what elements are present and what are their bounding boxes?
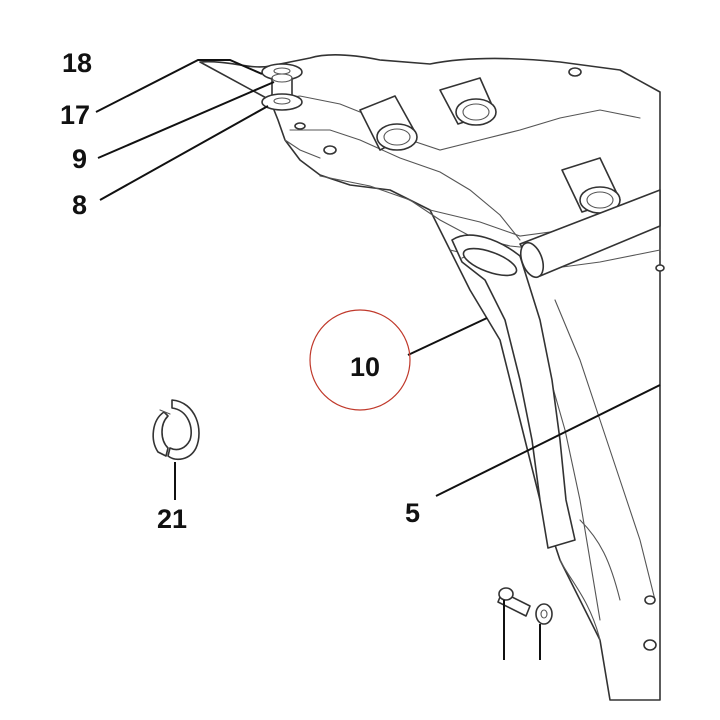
callout-5: 5 [405,498,420,528]
leader-line-17 [95,59,263,113]
washer-bottom [535,603,553,625]
callout-18: 18 [62,48,92,78]
hose-clamp-part-21 [152,399,200,461]
frame-casting [199,54,665,701]
outlet-spigot-right [439,77,497,126]
callout-9: 9 [72,144,87,174]
red-circle-highlight [309,309,411,411]
hose-part-10 [451,234,576,549]
leader-line-5 [435,384,661,497]
leader-line-8 [99,105,269,201]
leader-line-10 [407,317,488,356]
washer-part-17 [261,63,303,81]
callout-10: 10 [350,352,380,382]
washer-part-8 [261,93,303,111]
cross-pipe [519,189,661,279]
leader-line-9 [97,81,275,159]
outlet-spigot-left [359,95,418,151]
callout-17: 17 [60,100,90,130]
bolt-bottom [497,587,531,617]
callout-21: 21 [157,504,187,534]
outlet-spigot-far-right [561,157,621,214]
callout-8: 8 [72,190,87,220]
